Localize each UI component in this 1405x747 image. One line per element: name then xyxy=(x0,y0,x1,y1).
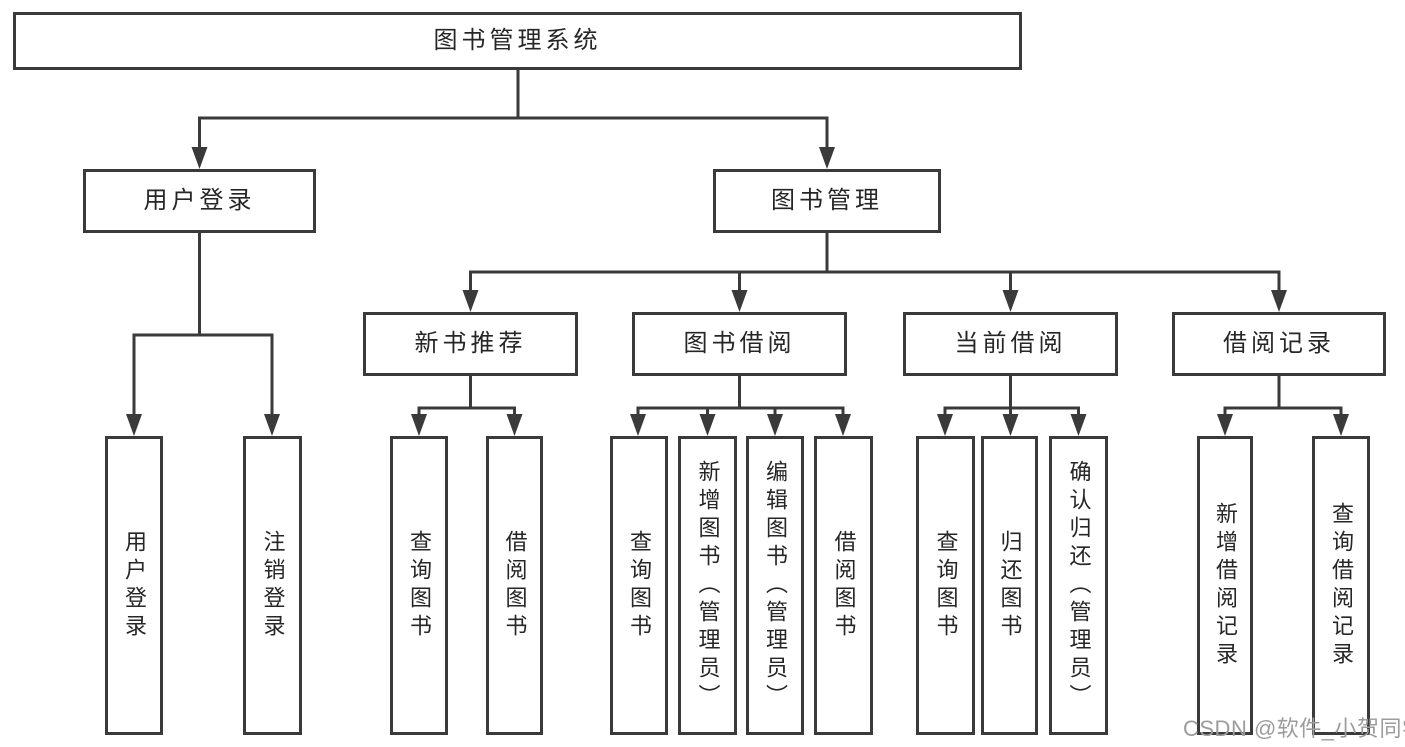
node-user-login-label: 用户登录 xyxy=(143,186,256,214)
node-current-borrow-label: 当前借阅 xyxy=(954,329,1067,357)
node-leaf-return-books-label: 归还图书 xyxy=(997,529,1023,642)
node-leaf-edit-book-admin: 编辑图书（管理员） xyxy=(746,436,804,735)
node-borrow-records-label: 借阅记录 xyxy=(1223,329,1335,357)
node-borrow-records: 借阅记录 xyxy=(1172,312,1386,376)
watermark: CSDN @软件_小贺同学 xyxy=(1183,716,1405,741)
node-leaf-add-borrow-record-label: 新增借阅记录 xyxy=(1213,501,1238,670)
node-leaf-return-books: 归还图书 xyxy=(981,436,1038,735)
node-leaf-confirm-return-admin-label: 确认归还（管理员） xyxy=(1066,459,1092,712)
node-leaf-query-books-2: 查询图书 xyxy=(610,436,668,735)
node-leaf-borrow-books-2-label: 借阅图书 xyxy=(831,529,857,642)
node-leaf-query-books-3-label: 查询图书 xyxy=(933,529,959,642)
node-leaf-add-book-admin: 新增图书（管理员） xyxy=(678,436,737,735)
node-leaf-logout-label: 注销登录 xyxy=(260,529,286,642)
node-leaf-logout: 注销登录 xyxy=(243,436,302,735)
node-new-book-recommend-label: 新书推荐 xyxy=(414,329,527,357)
node-leaf-borrow-books-1: 借阅图书 xyxy=(486,436,543,735)
node-leaf-query-borrow-record: 查询借阅记录 xyxy=(1312,436,1370,735)
node-leaf-edit-book-admin-label: 编辑图书（管理员） xyxy=(763,459,788,712)
node-root: 图书管理系统 xyxy=(13,12,1022,70)
node-leaf-query-books-3: 查询图书 xyxy=(916,436,975,735)
node-leaf-borrow-books-2: 借阅图书 xyxy=(814,436,873,735)
node-new-book-recommend: 新书推荐 xyxy=(363,312,578,376)
node-leaf-query-borrow-record-label: 查询借阅记录 xyxy=(1329,501,1354,670)
node-current-borrow: 当前借阅 xyxy=(903,312,1118,376)
node-leaf-user-login: 用户登录 xyxy=(105,436,163,735)
node-book-management: 图书管理 xyxy=(713,169,941,233)
node-book-management-label: 图书管理 xyxy=(771,186,883,214)
node-book-borrow: 图书借阅 xyxy=(632,312,847,376)
arrowheads xyxy=(126,147,1349,436)
node-root-label: 图书管理系统 xyxy=(433,26,602,54)
node-user-login: 用户登录 xyxy=(83,169,316,233)
node-leaf-confirm-return-admin: 确认归还（管理员） xyxy=(1049,436,1108,735)
node-leaf-add-borrow-record: 新增借阅记录 xyxy=(1197,436,1253,735)
node-leaf-query-books-2-label: 查询图书 xyxy=(627,529,652,642)
node-book-borrow-label: 图书借阅 xyxy=(683,329,796,357)
node-leaf-query-books-1-label: 查询图书 xyxy=(407,529,432,642)
node-leaf-borrow-books-1-label: 借阅图书 xyxy=(502,529,528,642)
node-leaf-user-login-label: 用户登录 xyxy=(122,529,147,642)
node-leaf-add-book-admin-label: 新增图书（管理员） xyxy=(695,459,721,712)
node-leaf-query-books-1: 查询图书 xyxy=(390,436,448,735)
